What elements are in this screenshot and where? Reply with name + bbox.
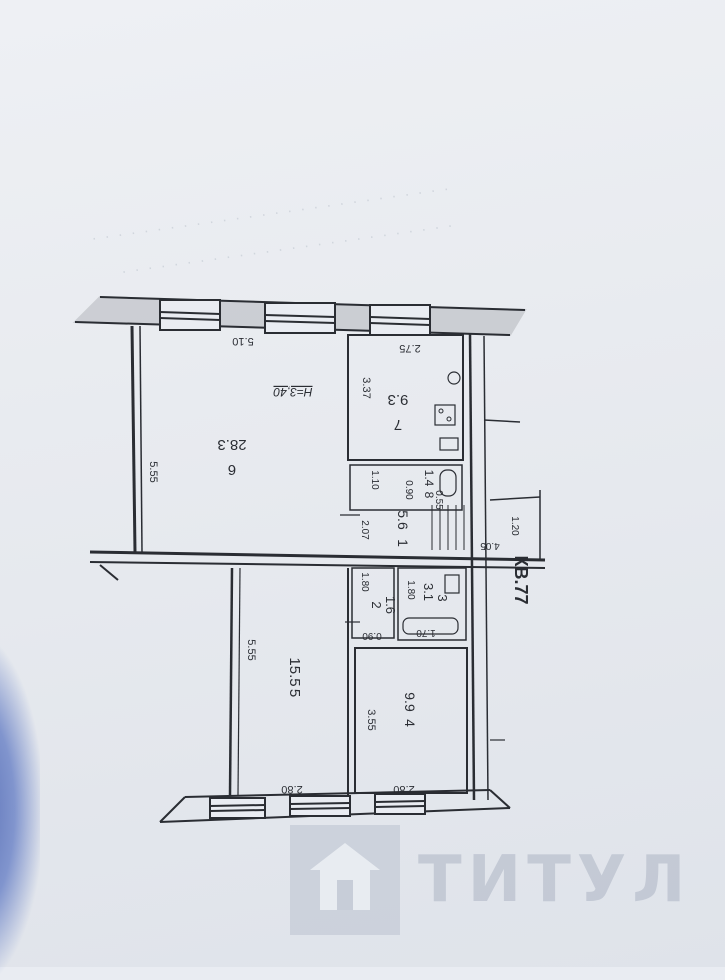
room5-area: 15.5: [286, 657, 303, 686]
dim-room2-a: 1.80: [359, 572, 370, 592]
window-bottom-3: [374, 793, 426, 815]
window-top-2: [264, 302, 336, 334]
dim-room3-a: 1.80: [405, 580, 416, 600]
dim-room7-length: 3.37: [360, 377, 372, 398]
ceiling-height-label: H=3,40: [273, 385, 312, 399]
room4-number: 4: [402, 719, 418, 727]
room7-area: 9.3: [388, 391, 409, 408]
room5-left-wall: [228, 567, 234, 796]
room4-area: 9.9: [402, 692, 418, 712]
dim-room3-b: 1.70: [416, 627, 436, 638]
window-top-1: [159, 299, 221, 331]
dim-room2-b: 0.90: [362, 630, 382, 641]
dim-hall-a: 2.07: [359, 520, 370, 540]
dim-room6-length: 5.55: [147, 461, 159, 482]
window-bottom-2: [289, 795, 351, 817]
dim-hall-c: 1.20: [509, 516, 520, 536]
dim-hall-b: 4.05: [480, 540, 500, 551]
room8-area: 1.4: [422, 470, 436, 487]
hall-stairs: [431, 505, 465, 550]
room8-outline: [349, 464, 463, 511]
room6-number: 6: [228, 461, 236, 478]
dim-room8-a: 1.10: [369, 470, 380, 490]
sink-icon: [439, 437, 459, 451]
dim-room8-c: 0.55: [433, 490, 444, 510]
dim-room5-length: 5.55: [245, 639, 257, 660]
room1-area: 5.6: [395, 510, 411, 530]
brand-watermark: ТИТУЛ: [290, 820, 710, 940]
window-bottom-1: [209, 797, 266, 819]
room6-left-wall: [130, 325, 137, 553]
stove-icon: [434, 404, 456, 426]
room8-number: 8: [422, 492, 436, 499]
middle-wall: [89, 550, 546, 562]
room6-area: 28.3: [217, 436, 246, 453]
room1-number: 1: [395, 539, 411, 547]
room7-outline: [347, 334, 464, 461]
bathtub-icon: [402, 617, 459, 635]
dim-room4-length: 3.55: [365, 709, 377, 730]
dim-room7-width: 2.75: [399, 342, 420, 354]
dim-room8-b: 0.90: [403, 480, 414, 500]
room7-number: 7: [394, 416, 402, 433]
toilet-icon: [439, 469, 457, 497]
right-wall: [468, 332, 476, 801]
building-logo-icon: [290, 825, 400, 935]
apartment-label: КВ.77: [511, 555, 531, 604]
room2-outline: [351, 567, 395, 639]
room5-number: 5: [286, 689, 303, 697]
room2-number: 2: [369, 601, 384, 608]
bottom-wall-inner: [184, 789, 491, 798]
brand-name: ТИТУЛ: [418, 843, 692, 917]
washbasin-icon: [444, 574, 460, 594]
gas-stove-icon: [447, 371, 461, 385]
dim-room5-width: 2.80: [281, 783, 302, 795]
room2-area: 1.6: [383, 596, 398, 614]
dim-room6-width: 5.10: [232, 335, 253, 347]
room3-area: 3.1: [421, 583, 436, 601]
hand-shadow: [0, 640, 40, 980]
window-top-3: [369, 304, 431, 336]
room3-number: 3: [435, 594, 450, 601]
room3-outline: [397, 567, 467, 641]
dim-room4-width: 2.80: [393, 783, 414, 795]
